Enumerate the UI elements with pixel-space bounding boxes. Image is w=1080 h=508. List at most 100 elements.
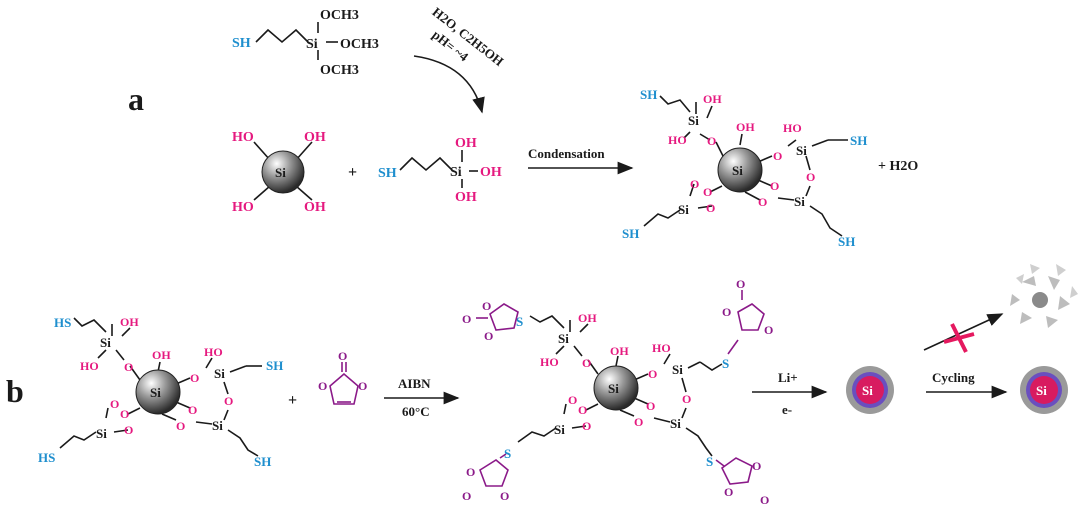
coated-si-particle: Si [846,366,894,414]
reactant-core-si: Si [150,385,161,400]
ring1-o-b: O [484,329,493,343]
ring1-o-a: O [482,299,491,313]
product-a-cluster: Si SH Si OH HO O OH HO O Si SH O O O Si … [622,87,867,249]
product-a-sh-2: SH [850,133,867,148]
product-b-cluster: Si Si OH HO O OH S HO O Si S O O O Si S … [462,277,773,507]
product-b-oh-1: OH [578,311,597,325]
vinylene-carbonate: O O O [318,349,367,405]
product-b-o-3: O [682,392,691,406]
product-b-ho-1: HO [540,355,559,369]
product-a-o-4: O [770,179,779,193]
product-b-o-6: O [568,393,577,407]
pulverization-arrow [923,313,1004,351]
core-oh-br: OH [304,200,326,215]
cycled-si-particle: Si [1020,366,1068,414]
reactant-o-6: O [110,397,119,411]
reactant-sh-3: SH [254,454,271,469]
vc-o-right: O [358,379,367,393]
reactant-si-4: Si [96,426,107,441]
product-b-s-4: S [504,446,511,461]
plus-sign-a: + [348,164,357,181]
product-b-o-8: O [582,419,591,433]
product-a-o-6: O [690,177,699,191]
silanetriol-oh-bottom: OH [455,190,477,205]
core-oh-tr: OH [304,130,326,145]
methoxy-bottom: OCH3 [320,63,359,78]
reactant-o-3: O [224,394,233,408]
ring3-o-carbonyl: O [760,493,769,507]
product-a-si-3: Si [794,194,805,209]
product-a-oh-1: OH [703,92,722,106]
product-b-si-4: Si [554,422,565,437]
silanetriol-thiol: SH [378,166,397,181]
carbonate-ring-3: O O O [715,457,769,507]
particle-si-label: Si [862,383,873,398]
reactant-o-4: O [188,403,197,417]
product-a-o-1: O [707,134,716,148]
reactant-o-7: O [120,407,129,421]
ring2-o-carbonyl: O [736,277,745,291]
reactant-o-5: O [176,419,185,433]
product-a-o-3: O [806,170,815,184]
core-ho-tl: HO [232,130,254,145]
product-a-sh-1: SH [640,87,657,102]
product-b-si-3: Si [670,416,681,431]
cycling-label: Cycling [932,370,975,385]
product-b-core-oh: OH [610,344,629,358]
reactant-si-3: Si [212,418,223,433]
product-b-s-1: S [516,314,523,329]
product-b-si-2: Si [672,362,683,377]
product-b-s-3: S [706,454,713,469]
reactant-core-oh: OH [152,348,171,362]
product-b-o-7: O [578,403,587,417]
core-si-label: Si [275,165,286,180]
reactant-ho-2: HO [204,345,223,359]
ring2-o-b: O [764,323,773,337]
ring4-o-carbonyl: O [462,489,471,503]
condensation-label: Condensation [528,146,605,161]
product-b-s-2: S [722,356,729,371]
reactant-o-8: O [124,423,133,437]
product-b-si-1: Si [558,331,569,346]
core-ho-bl: HO [232,200,254,215]
vc-o-left: O [318,379,327,393]
product-b-ho-2: HO [652,341,671,355]
water-byproduct: + H2O [878,159,918,174]
temperature-label: 60°C [402,404,430,419]
product-b-o-1: O [582,356,591,370]
reactant-si-1: Si [100,335,111,350]
silanetriol-oh-top: OH [455,136,477,151]
electron-label: e- [782,402,792,417]
ring3-o-b: O [724,485,733,499]
product-b-core-si: Si [608,381,619,396]
silanetriol-si: Si [450,165,462,180]
product-b-o-5: O [634,415,643,429]
silanetriol-molecule: SH Si OH OH OH [378,136,502,205]
product-a-o-8: O [706,201,715,215]
silanetriol-oh-right: OH [480,165,502,180]
thiol-group: SH [232,36,251,51]
carbonate-ring-4: O O O [462,453,509,503]
product-a-core-si: Si [732,163,743,178]
methoxy-right: OCH3 [340,37,379,52]
vc-o-carbonyl: O [338,349,347,363]
cycled-particle-si-label: Si [1036,383,1047,398]
product-a-o-2: O [773,149,782,163]
carbonate-ring-2: O O O [722,277,773,355]
blocked-cross-icon [943,323,975,353]
reactant-ho-1: HO [80,359,99,373]
mptms-molecule: SH Si OCH3 OCH3 OCH3 [232,8,379,78]
product-a-core-oh: OH [736,120,755,134]
product-a-o-7: O [703,185,712,199]
thiol-si-reactant: Si HS Si OH HO O OH HO O Si SH O O O Si … [38,315,283,469]
lithium-ion-label: Li+ [778,370,798,385]
reactant-o-1: O [124,360,133,374]
reactant-o-2: O [190,371,199,385]
product-a-ho-2: HO [783,121,802,135]
ring4-o-b: O [500,489,509,503]
reactant-oh-1: OH [120,315,139,329]
hydrolysis-conditions: H2O, C2H5OH pH= ~4 [430,4,507,69]
product-a-o-5: O [758,195,767,209]
